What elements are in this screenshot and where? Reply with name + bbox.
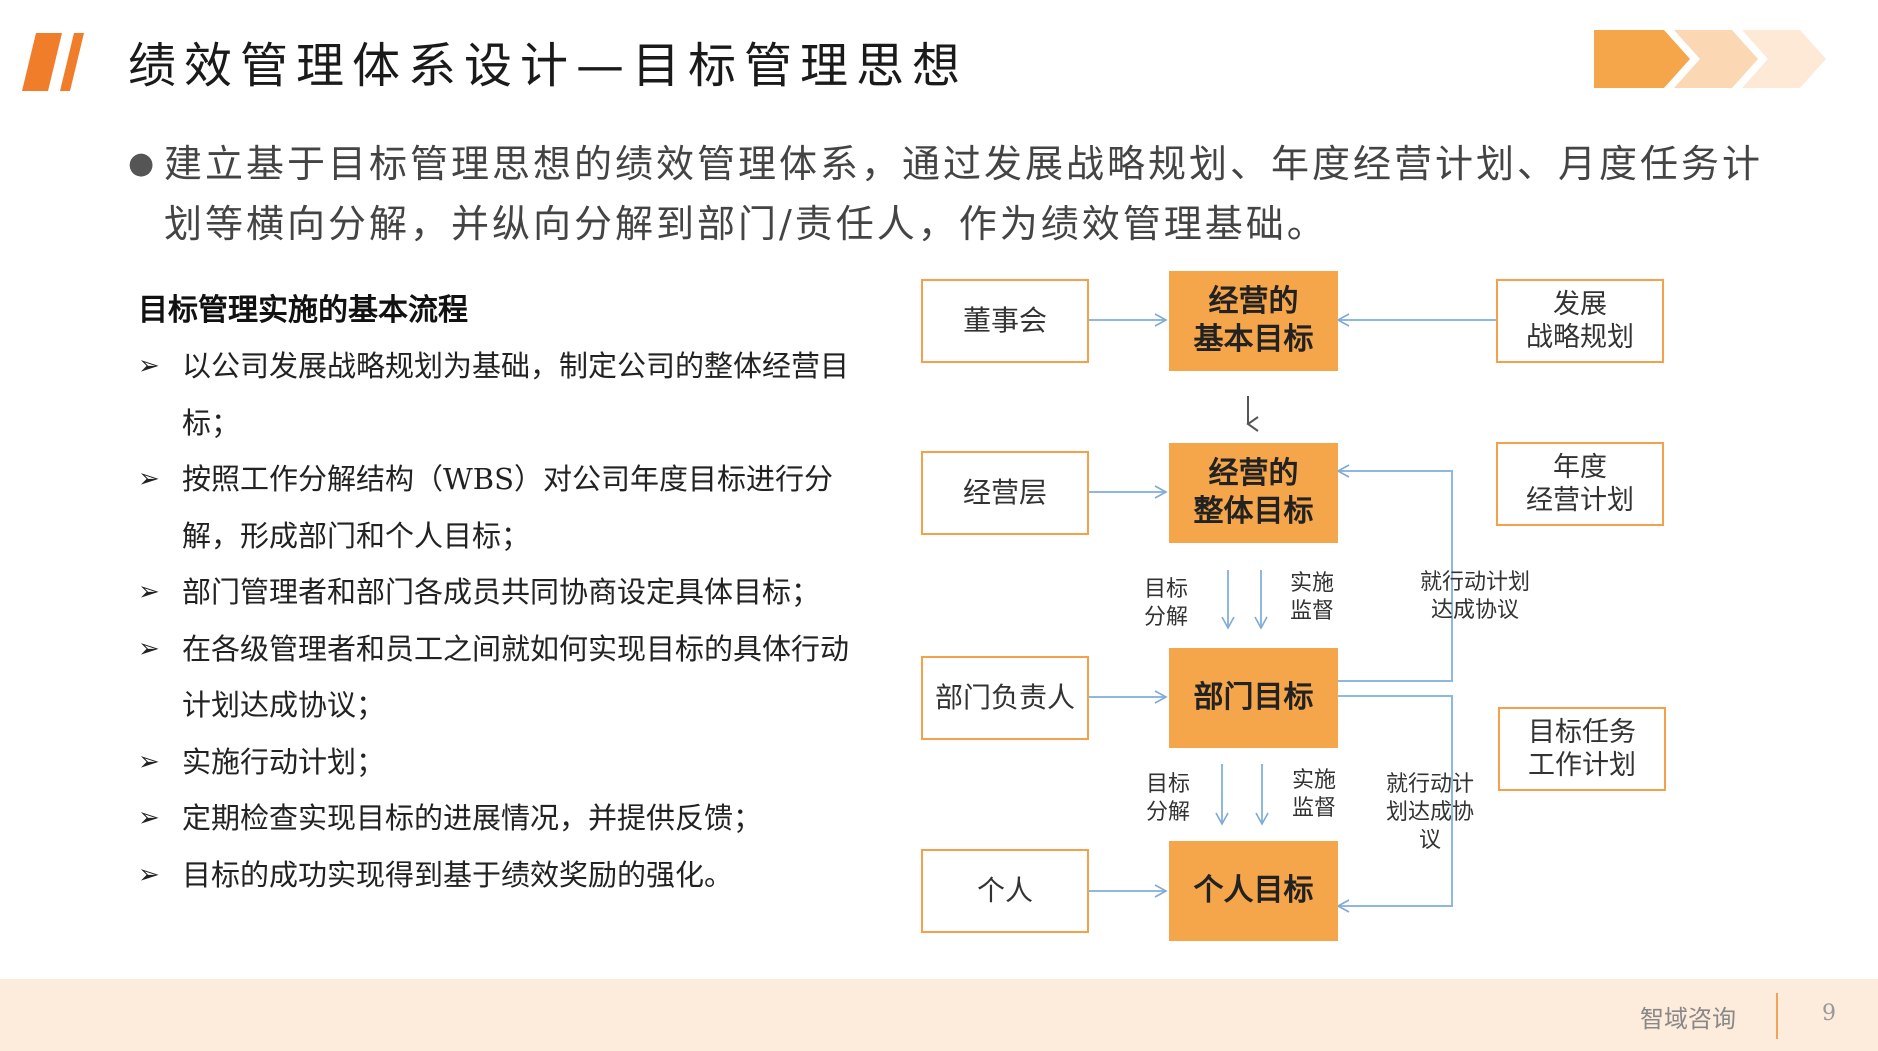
footer-divider [1776, 993, 1778, 1039]
step-text: 定期检查实现目标的进展情况，并提供反馈； [182, 801, 763, 835]
arrow-bullet-icon: ➢ [138, 577, 160, 607]
individual-box: 个人 [921, 849, 1089, 933]
process-step: ➢ 定期检查实现目标的进展情况，并提供反馈； [138, 790, 858, 847]
step-text: 以公司发展战略规划为基础，制定公司的整体经营目标； [182, 349, 850, 440]
arrow-bullet-icon: ➢ [138, 746, 160, 777]
supervise-label-2: 实施 监督 [1291, 768, 1336, 821]
intro-paragraph: ● 建立基于目标管理思想的绩效管理体系，通过发展战略规划、年度经营计划、月度任务… [128, 134, 1778, 254]
step-text: 实施行动计划； [182, 744, 386, 779]
agreement-label-2: 就行动计 划达成协 议 [1385, 772, 1474, 853]
agreement-label-1: 就行动计划 达成协议 [1419, 570, 1530, 623]
title-accent-bars-icon [22, 33, 84, 91]
arrow-bullet-icon: ➢ [138, 351, 160, 381]
process-step: ➢ 在各级管理者和员工之间就如何实现目标的具体行动计划达成协议； [138, 621, 858, 734]
page-number: 9 [1822, 1001, 1836, 1026]
process-step: ➢ 目标的成功实现得到基于绩效奖励的强化。 [138, 847, 858, 904]
process-step: ➢ 实施行动计划； [138, 734, 858, 791]
feedback-dept-to-overall [1336, 464, 1453, 682]
step-text: 按照工作分解结构（WBS）对公司年度目标进行分解，形成部门和个人目标； [182, 462, 833, 553]
supervise-label-1: 实施 监督 [1289, 571, 1334, 624]
strategy-plan-box: 发展 战略规划 [1496, 279, 1664, 363]
step-text: 目标的成功实现得到基于绩效奖励的强化。 [182, 857, 734, 892]
intro-text: 建立基于目标管理思想的绩效管理体系，通过发展战略规划、年度经营计划、月度任务计划… [164, 142, 1764, 246]
chevron-decoration-icon [1594, 30, 1826, 88]
decompose-label-2: 目标 分解 [1145, 772, 1190, 825]
page-title: 绩效管理体系设计—目标管理思想 [128, 38, 969, 94]
dept-goal-box: 部门目标 [1169, 648, 1338, 748]
step-text: 在各级管理者和员工之间就如何实现目标的具体行动计划达成协议； [182, 631, 850, 723]
bullet-icon: ● [128, 146, 158, 181]
task-plan-box: 目标任务 工作计划 [1498, 707, 1666, 791]
arrow-bullet-icon: ➢ [138, 633, 160, 664]
process-step: ➢ 以公司发展战略规划为基础，制定公司的整体经营目标； [138, 338, 858, 451]
decompose-label-1: 目标 分解 [1143, 577, 1188, 630]
feedback-dept-to-person [1336, 695, 1453, 913]
process-title: 目标管理实施的基本流程 [138, 293, 468, 328]
process-steps-list: ➢ 以公司发展战略规划为基础，制定公司的整体经营目标； ➢ 按照工作分解结构（WBS… [138, 338, 858, 903]
basic-goal-box: 经营的 基本目标 [1169, 271, 1338, 371]
board-box: 董事会 [921, 279, 1089, 363]
arrow-bullet-icon: ➢ [138, 464, 160, 494]
company-name: 智域咨询 [1640, 1005, 1736, 1033]
overall-goal-box: 经营的 整体目标 [1169, 443, 1338, 543]
individual-goal-box: 个人目标 [1169, 841, 1338, 941]
arrow-bullet-icon: ➢ [138, 859, 160, 890]
management-box: 经营层 [921, 451, 1089, 535]
process-step: ➢ 按照工作分解结构（WBS）对公司年度目标进行分解，形成部门和个人目标； [138, 451, 858, 564]
annual-plan-box: 年度 经营计划 [1496, 442, 1664, 526]
step-text: 部门管理者和部门各成员共同协商设定具体目标； [182, 575, 821, 609]
footer-bar: 智域咨询 9 [0, 979, 1878, 1051]
process-step: ➢ 部门管理者和部门各成员共同协商设定具体目标； [138, 564, 858, 621]
dept-head-box: 部门负责人 [921, 656, 1089, 740]
arrow-bullet-icon: ➢ [138, 803, 160, 833]
